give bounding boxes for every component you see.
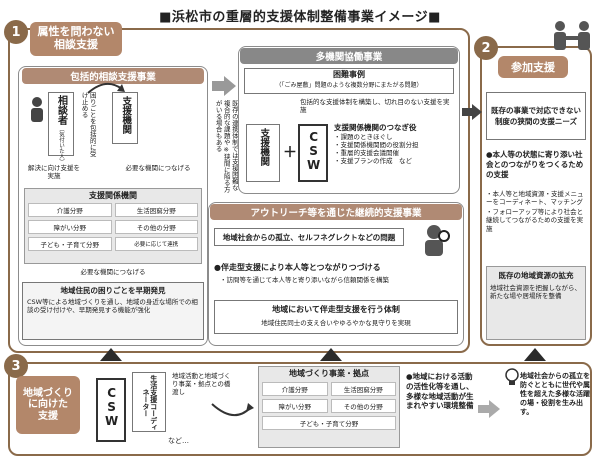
effect-text: ●地域における活動の活性化等を通し、多様な地域活動が生まれやすい環境整備 — [406, 372, 474, 411]
section1-number: 1 — [4, 20, 28, 44]
solve-text: 解決に向け支援を実施 — [28, 164, 80, 181]
field-item: 生活困窮分野 — [114, 203, 198, 217]
connect-need-text: 必要な機関につなげる — [125, 164, 191, 172]
section1-label: 属性を問わない 相談支援 — [30, 22, 122, 56]
hub-fields-grid: 介護分野 生活困窮分野 障がい分野 その他の分野 子ども・子育て分野 — [262, 382, 396, 430]
section2-bullet: ・フォローアップ等により社会と継続してつながるための支援を実施 — [486, 208, 584, 233]
section3-number: 3 — [4, 354, 28, 378]
section2-bullet: ・本人等と地域資源・支援メニューをコーディネート、マッチング — [486, 190, 584, 207]
section3-label: 地域づくり に向けた 支援 — [16, 376, 80, 434]
role-item: ・重層的支援会議開催 — [334, 149, 399, 158]
consulter-label: 相談者 — [55, 95, 67, 125]
expand-desc: 地域社会資源を把握しながら、新たな場や居場所を整備 — [490, 284, 581, 301]
early-detect-desc: CSW等による地域づくりを通し、地域の身近な場所での相談の受け付けや、早期発見す… — [27, 298, 198, 315]
person-icon — [28, 96, 46, 124]
field-item: 障がい分野 — [28, 220, 112, 234]
field-item: 必要に応じて連携 — [114, 237, 198, 251]
receive-text: 困りごとを包括的に受け止める — [80, 92, 97, 157]
role-item: ・支援関係機関間の役割分担 — [334, 141, 419, 150]
gap-needs-box: 既存の事業で対応できない制度の狭間の支援ニーズ — [486, 92, 586, 140]
arrow-up-icon — [320, 348, 342, 361]
org-box: 支援機関 — [246, 124, 280, 182]
support-orgs-header: 支援関係機関 — [89, 191, 137, 200]
field-item: 介護分野 — [28, 203, 112, 217]
section3-csw-label: CSW — [104, 386, 119, 428]
system-desc: 地域住民同士の支え合いやゆるやかな見守りを実現 — [261, 319, 411, 327]
expand-resource-box: 既存の地域資源の拡充 地域社会資源を把握しながら、新たな場や居場所を整備 — [486, 266, 586, 340]
early-detect-box: 地域住民の困りごとを早期発見 CSW等による地域づくりを通し、地域の身近な場所で… — [22, 282, 204, 340]
connect-need-text-2: 必要な機関につなげる — [80, 268, 146, 276]
result-text: 地域社会からの孤立を防ぐとともに世代や属性を超えた多様な活躍の場・役割を生み出す… — [520, 372, 590, 417]
system-box: 地域において伴走型支援を行う体制 地域住民同士の支え合いやゆるやかな見守りを実現 — [214, 300, 458, 334]
arrow-right-icon — [462, 104, 482, 124]
accompany-text: ●伴走型支援により本人等とつながりつづける — [214, 263, 381, 272]
comprehensive-consult-header: 包括的相談支援事業 — [22, 68, 204, 84]
plus-sign: ＋ — [283, 145, 297, 161]
visit-text: ・訪問等を通じて本人等と寄り添いながら信頼関係を構築 — [220, 276, 389, 284]
middle-vertical-note: 既存の連携体制では支援困難な複合的な課題や※狭間に陥る方がいる場合もある — [214, 100, 239, 193]
hub-field: 子ども・子育て分野 — [262, 416, 396, 430]
etc-text: など… — [168, 437, 189, 445]
lightbulb-icon — [504, 368, 520, 392]
bridge-text: 地域活動と地域づくり事業・拠点との橋渡し — [172, 372, 231, 397]
magnifier-person-icon — [414, 222, 454, 262]
support-org-label: 支援機関 — [120, 96, 132, 134]
support-fields-grid: 介護分野 生活困窮分野 障がい分野 その他の分野 子ども・子育て分野 必要に応じ… — [28, 203, 198, 251]
page-title: ■浜松市の重層的支援体制整備事業イメージ■ — [159, 10, 441, 25]
role-item: ・課題のときほぐし — [334, 133, 393, 141]
outreach-header: アウトリーチ等を通じた継続的支援事業 — [210, 204, 462, 220]
section2-number: 2 — [474, 36, 498, 60]
arrow-right-icon — [478, 400, 500, 422]
hub-field: 介護分野 — [262, 382, 328, 396]
role-list: ・課題のときほぐし ・支援関係機関間の役割分担 ・重層的支援会議開催 ・支援プラ… — [334, 133, 460, 166]
coordinator-box: 生活支援コーディネーター — [132, 372, 166, 432]
role-item: ・支援プランの作成 など — [334, 157, 412, 166]
csw-label: CSW — [306, 130, 321, 172]
difficult-case-title: 困難事例 — [333, 70, 365, 79]
consulter-box: 相談者 （気付いた人） — [48, 92, 74, 165]
org-label: 支援機関 — [258, 128, 270, 166]
difficult-case-box: 困難事例 （「ごみ屋敷」問題のような複数分野にまたがる問題） — [244, 68, 454, 94]
arrow-right-icon — [212, 76, 236, 100]
section3-csw-box: CSW — [96, 378, 126, 442]
consulter-sub: （気付いた人） — [58, 126, 65, 165]
expand-title: 既存の地域資源の拡充 — [498, 271, 574, 280]
arrow-icon — [86, 80, 126, 99]
field-item: その他の分野 — [114, 220, 198, 234]
arrow-up-icon — [100, 348, 122, 361]
section2-bullets: ・本人等と地域資源・支援メニューをコーディネート、マッチング ・フォローアップ等… — [486, 190, 586, 233]
early-detect-title: 地域住民の困りごとを早期発見 — [60, 286, 166, 295]
csw-box: CSW — [298, 124, 328, 182]
coordinator-label: 生活支援コーディネーター — [142, 375, 158, 431]
section2-label: 参加支援 — [498, 56, 568, 78]
field-item: 子ども・子育て分野 — [28, 237, 112, 251]
system-title: 地域において伴走型支援を行う体制 — [272, 305, 400, 314]
arrow-up-icon — [524, 348, 546, 361]
difficult-case-desc: （「ごみ屋敷」問題のような複数分野にまたがる問題） — [275, 82, 423, 89]
support-org-box: 支援機関 — [112, 92, 138, 144]
isolation-box: 地域社会からの孤立、セルフネグレクトなどの問題 — [214, 228, 404, 246]
hub-header: 地域づくり事業・拠点 — [289, 369, 369, 378]
hub-field: 障がい分野 — [262, 399, 328, 413]
build-support-text: 包括的な支援体制を構築し、切れ目のない支援を実施 — [300, 98, 450, 115]
hub-field: 生活困窮分野 — [330, 382, 396, 396]
arrow-icon — [210, 400, 256, 424]
section2-bullet-title: ●本人等の状態に寄り添い社会とのつながりをつくるための支援 — [486, 150, 584, 179]
role-title: 支援関係機関のつなぎ役 — [334, 123, 417, 132]
multi-agency-header: 多機関協働事業 — [240, 48, 458, 64]
hub-field: その他の分野 — [330, 399, 396, 413]
handshake-icon — [550, 20, 594, 56]
